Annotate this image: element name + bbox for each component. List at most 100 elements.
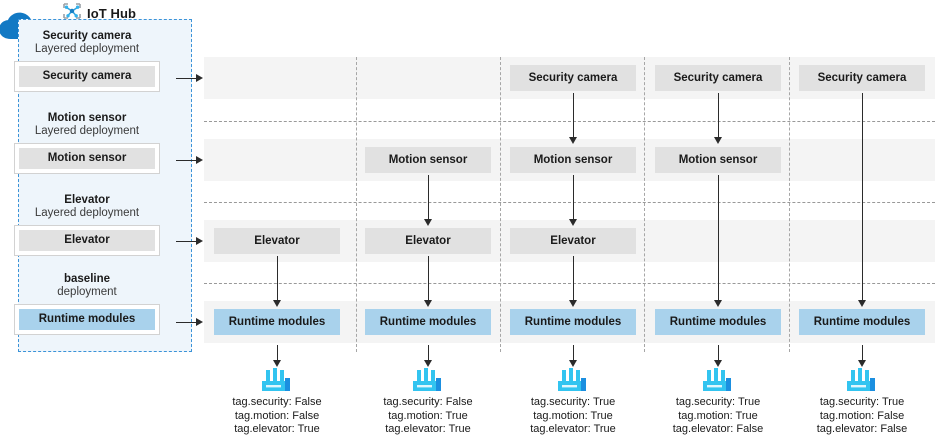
column-separator [789,57,790,352]
arrow-head-icon [196,74,203,82]
grid-cell-c2-runtime-modules[interactable]: Runtime modules [365,309,491,335]
arrow-c4-runtime-to-device [718,345,719,363]
tag-security: tag.security: True [819,396,905,408]
arrow-c1-runtime-to-device [277,345,278,363]
arrow-head-icon [858,300,867,307]
tag-elevator: tag.elevator: True [385,423,471,435]
arrow-head-icon [858,360,867,367]
arrow-c2-motion-to-elevator [428,175,429,221]
group-module-label: Runtime modules [19,309,155,330]
grid-cell-c4-runtime-modules[interactable]: Runtime modules [655,309,781,335]
grid-cell-c3-elevator[interactable]: Elevator [510,228,636,254]
column-separator [500,57,501,352]
tag-motion: tag.motion: False [819,409,905,422]
device-tags-c1: tag.security: False tag.motion: False ta… [192,396,362,437]
arrow-head-icon [196,156,203,164]
tag-motion: tag.motion: True [533,409,613,422]
arrow-head-icon [714,300,723,307]
arrow-head-icon [424,300,433,307]
group-module-box[interactable]: Motion sensor [14,143,160,174]
row-separator [204,283,935,284]
group-module-label: Elevator [19,230,155,251]
tag-motion: tag.motion: True [388,409,468,422]
arrow-c1-elevator-to-runtime [277,256,278,302]
device-tags-c2: tag.security: False tag.motion: True tag… [343,396,513,437]
device-tags-c5: tag.security: True tag.motion: False tag… [777,396,935,437]
tag-motion: tag.motion: True [678,409,758,422]
arrow-c4-motion-to-runtime [718,175,719,302]
arrow-head-icon [714,137,723,144]
factory-icon [555,368,591,394]
column-separator [356,57,357,352]
arrow-head-icon [569,137,578,144]
group-module-box[interactable]: Security camera [14,61,160,92]
group-subtitle: Layered deployment [34,207,140,219]
row-separator [204,121,935,122]
arrow-c5-runtime-to-device [862,345,863,363]
hub-feed-arrow-motion-sensor [176,160,198,161]
tag-security: tag.security: True [675,396,761,408]
arrow-c3-camera-to-motion [573,93,574,139]
deployment-group-motion-sensor[interactable]: Motion sensor Layered deployment Motion … [0,112,174,174]
hub-feed-arrow-runtime-modules [176,322,198,323]
arrow-c2-elevator-to-runtime [428,256,429,302]
tag-elevator: tag.elevator: False [672,423,764,435]
arrow-head-icon [196,237,203,245]
grid-cell-c2-motion-sensor[interactable]: Motion sensor [365,147,491,173]
group-subtitle: deployment [57,286,117,298]
arrow-c3-runtime-to-device [573,345,574,363]
grid-cell-c3-security-camera[interactable]: Security camera [510,65,636,91]
deployment-group-elevator[interactable]: Elevator Layered deployment Elevator [0,194,174,256]
arrow-head-icon [273,300,282,307]
arrow-head-icon [196,318,203,326]
arrow-c3-elevator-to-runtime [573,256,574,302]
arrow-head-icon [714,360,723,367]
tag-security: tag.security: True [530,396,616,408]
column-separator [644,57,645,352]
iot-hub-label: IoT Hub [87,6,137,21]
grid-cell-c3-motion-sensor[interactable]: Motion sensor [510,147,636,173]
arrow-c2-runtime-to-device [428,345,429,363]
group-module-label: Security camera [19,66,155,87]
grid-cell-c4-motion-sensor[interactable]: Motion sensor [655,147,781,173]
arrow-c3-motion-to-elevator [573,175,574,221]
deployment-group-security-camera[interactable]: Security camera Layered deployment Secur… [0,30,174,92]
iot-hub-title: IoT Hub [62,2,136,25]
group-title: Security camera [42,30,132,42]
group-module-box[interactable]: Elevator [14,225,160,256]
group-subtitle: Layered deployment [34,43,140,55]
group-title: Elevator [64,194,110,206]
arrow-head-icon [424,360,433,367]
grid-cell-c5-security-camera[interactable]: Security camera [799,65,925,91]
tag-elevator: tag.elevator: True [530,423,616,435]
grid-cell-c3-runtime-modules[interactable]: Runtime modules [510,309,636,335]
grid-cell-c2-elevator[interactable]: Elevator [365,228,491,254]
grid-cell-c1-runtime-modules[interactable]: Runtime modules [214,309,340,335]
group-module-label: Motion sensor [19,148,155,169]
factory-icon [259,368,295,394]
device-tags-c4: tag.security: True tag.motion: True tag.… [633,396,803,437]
tag-elevator: tag.elevator: True [234,423,320,435]
device-tags-c3: tag.security: True tag.motion: True tag.… [488,396,658,437]
grid-cell-c1-elevator[interactable]: Elevator [214,228,340,254]
factory-icon [700,368,736,394]
tag-security: tag.security: False [383,396,473,408]
group-module-box[interactable]: Runtime modules [14,304,160,335]
group-title: baseline [63,273,111,285]
hub-feed-arrow-security-camera [176,78,198,79]
iot-hub-network-icon [62,2,82,25]
deployment-group-baseline[interactable]: baseline deployment Runtime modules [0,273,174,335]
factory-icon [844,368,880,394]
tag-motion: tag.motion: False [234,409,320,422]
grid-cell-c5-runtime-modules[interactable]: Runtime modules [799,309,925,335]
factory-icon [410,368,446,394]
grid-cell-c4-security-camera[interactable]: Security camera [655,65,781,91]
arrow-c4-camera-to-motion [718,93,719,139]
arrow-head-icon [273,360,282,367]
group-subtitle: Layered deployment [34,125,140,137]
tag-security: tag.security: False [232,396,322,408]
group-title: Motion sensor [47,112,127,124]
tag-elevator: tag.elevator: False [816,423,908,435]
hub-feed-arrow-elevator [176,241,198,242]
arrow-head-icon [569,300,578,307]
